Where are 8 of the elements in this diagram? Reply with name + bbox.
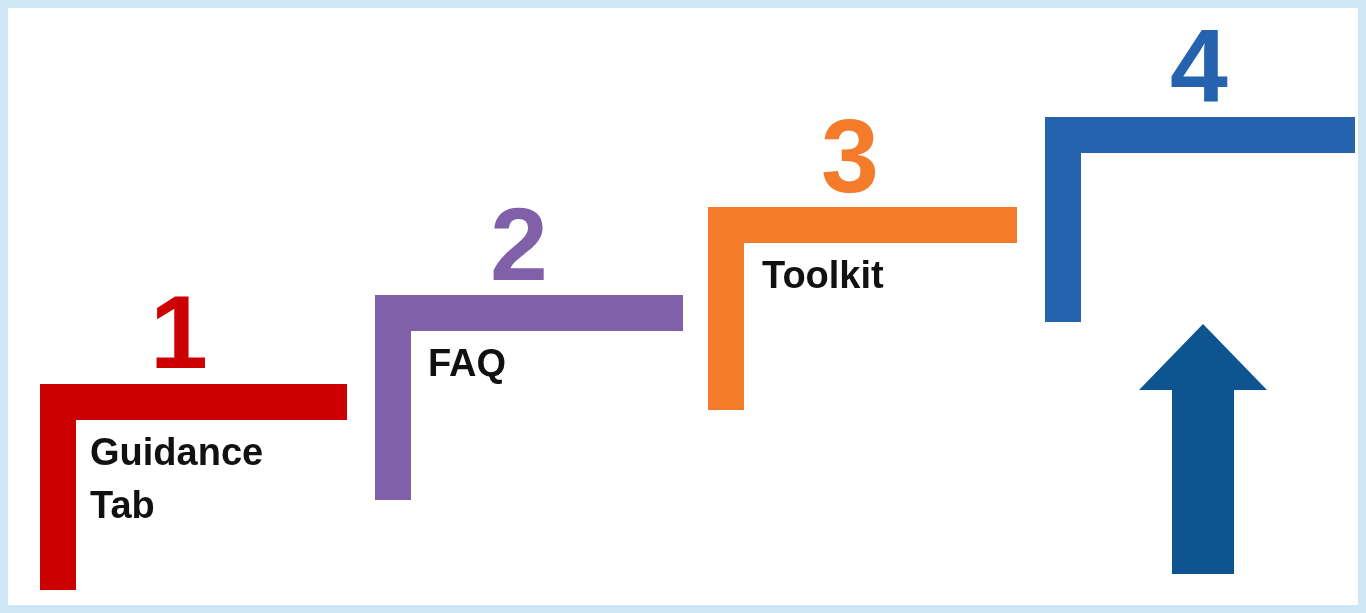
step-label: Toolkit (762, 253, 885, 298)
step-number: 3 (821, 104, 879, 208)
step-number: 1 (150, 280, 208, 384)
arrow (1139, 324, 1267, 574)
step-label: Guidance Tab (90, 430, 265, 529)
step-number: 2 (490, 192, 548, 296)
step-label: FAQ (428, 341, 508, 386)
step-number: 4 (1170, 14, 1228, 118)
